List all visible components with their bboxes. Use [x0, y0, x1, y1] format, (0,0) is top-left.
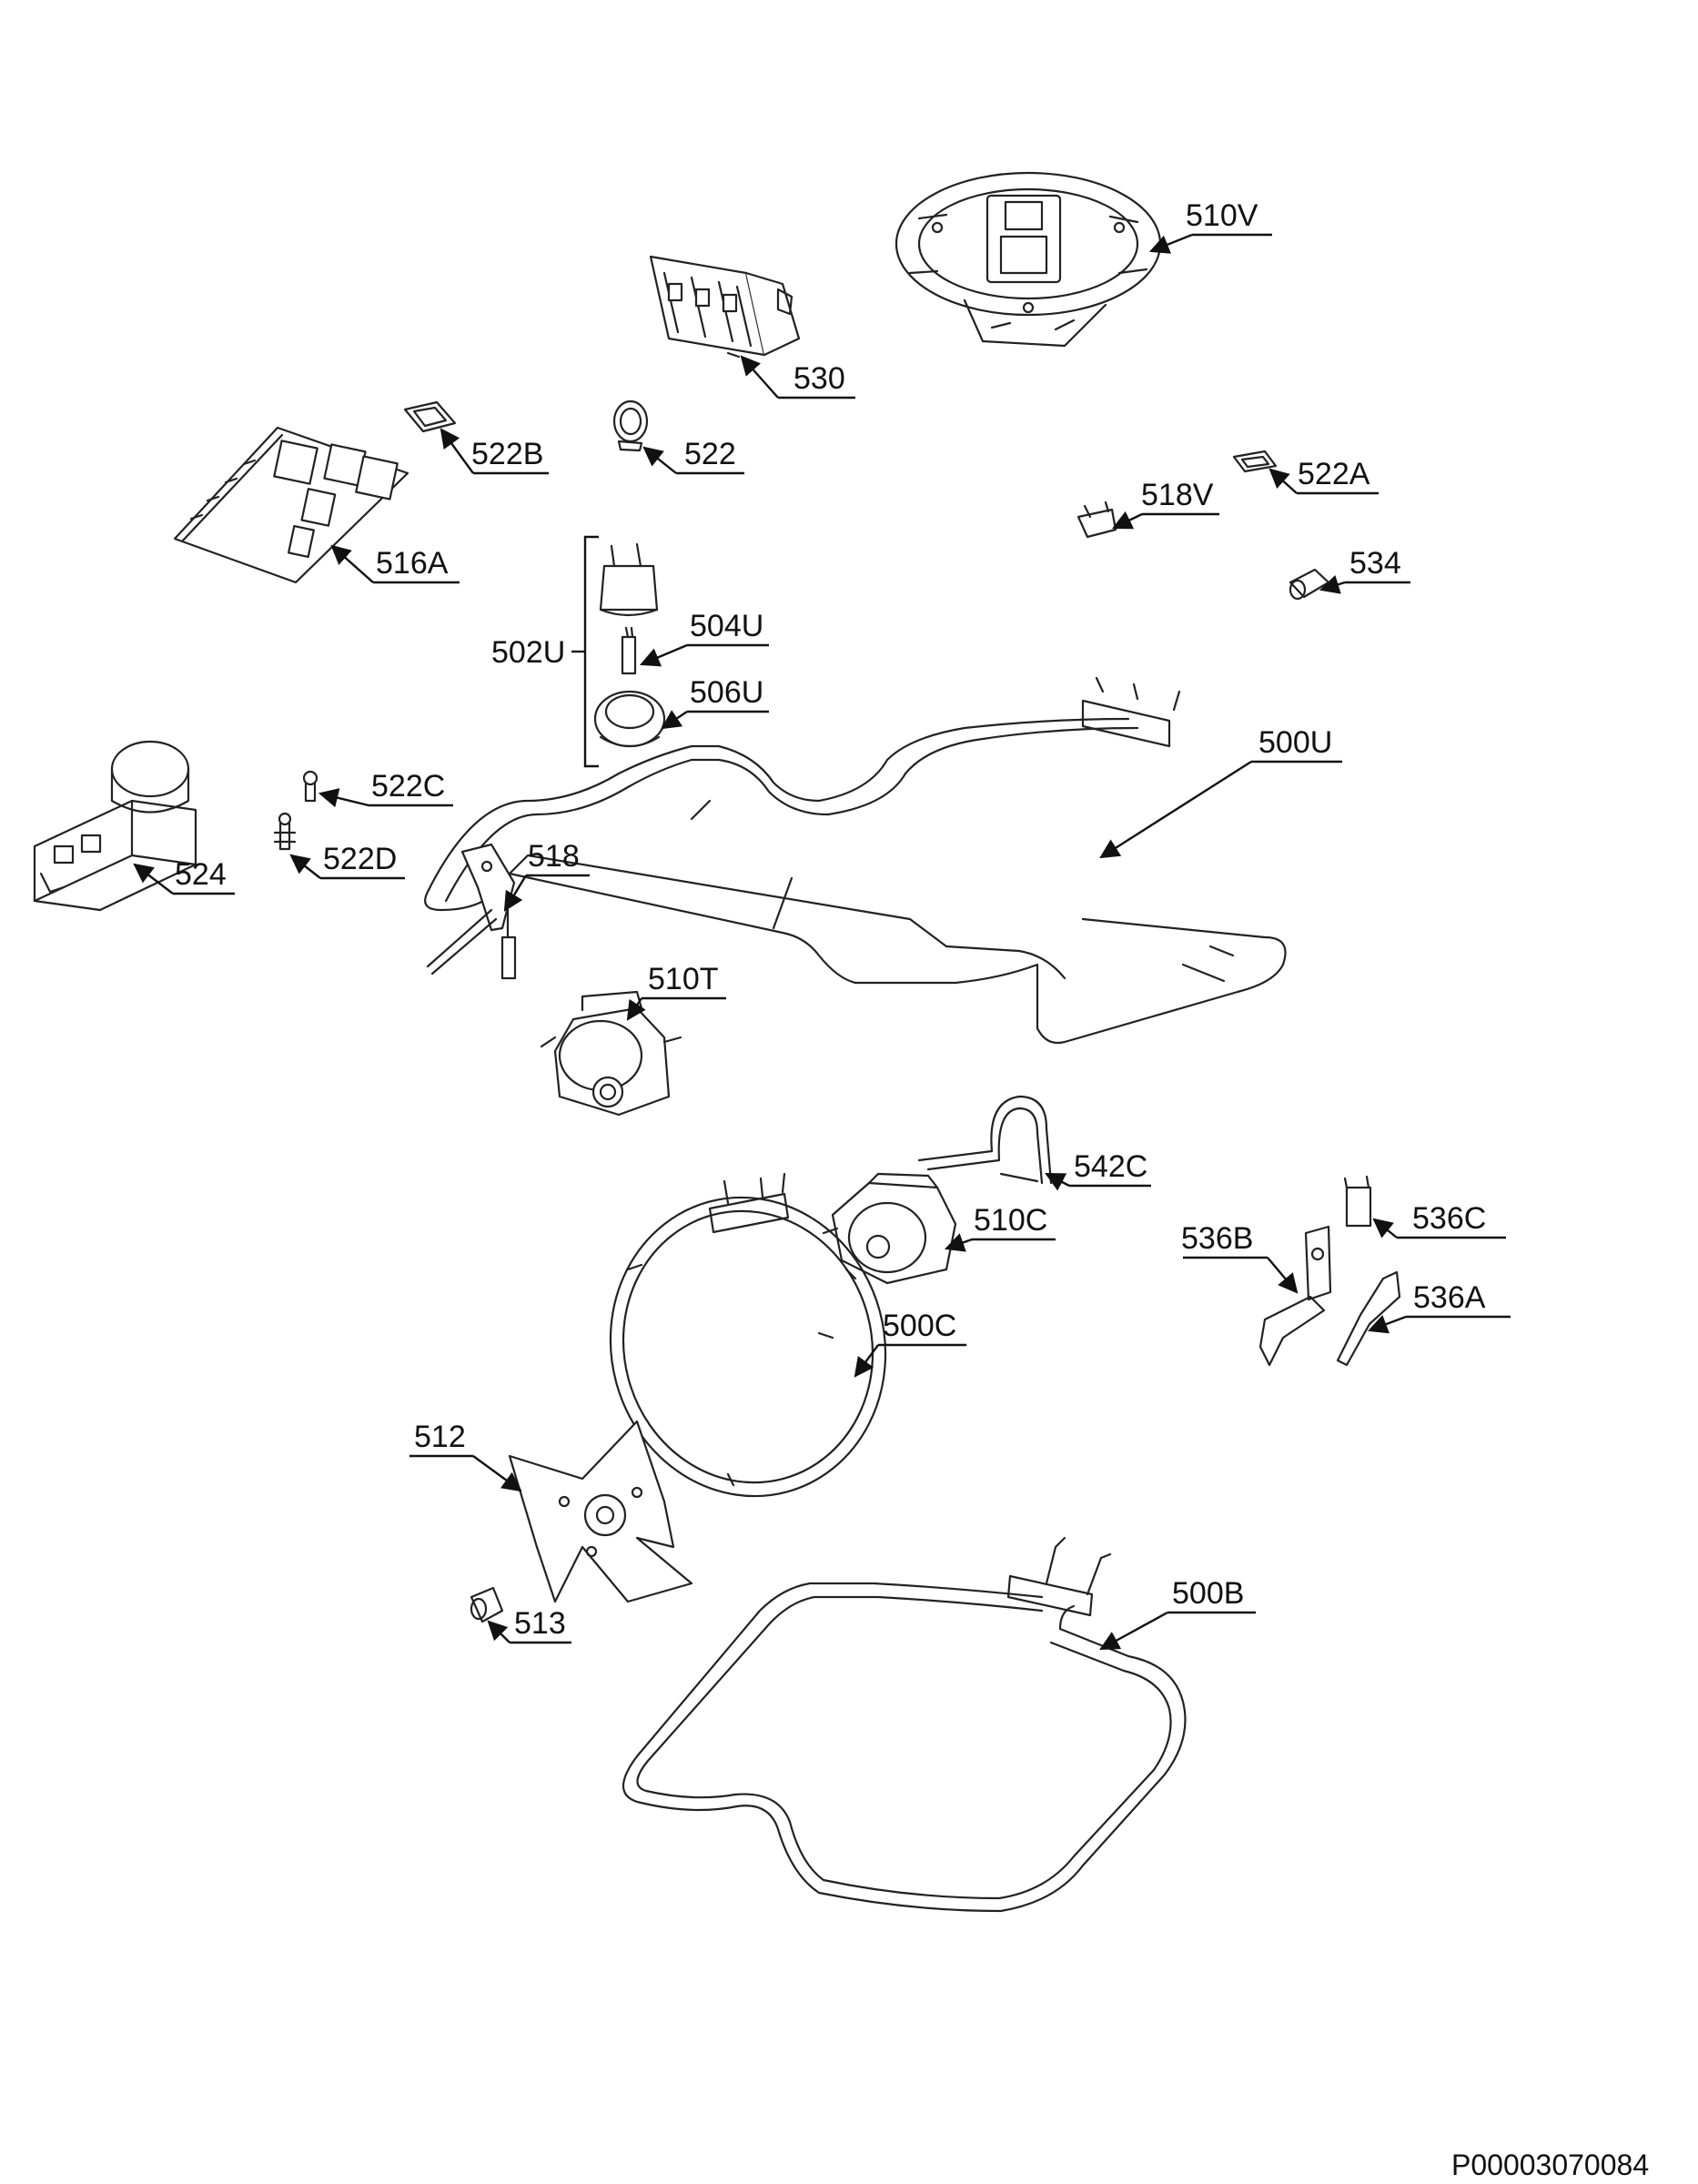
- label-522: 522: [684, 437, 736, 471]
- label-510C: 510C: [974, 1203, 1047, 1238]
- part-518-temperature-sensor: [426, 843, 517, 980]
- callout-530: 530: [740, 355, 855, 399]
- part-542C-spring-clip: [917, 1095, 1053, 1185]
- callout-500B: 500B: [1099, 1576, 1256, 1651]
- part-502U-lamp-assembly: [593, 542, 666, 748]
- part-513-nut: [470, 1586, 504, 1623]
- callout-536A: 536A: [1367, 1280, 1511, 1334]
- part-512-fan-blade: [508, 1420, 693, 1603]
- part-510V-fan-motor-assembly: [894, 171, 1162, 348]
- callout-518: 518: [503, 839, 590, 912]
- label-522B: 522B: [471, 437, 543, 471]
- callout-504U: 504U: [640, 609, 769, 667]
- label-536A: 536A: [1413, 1280, 1486, 1315]
- callout-536B: 536B: [1181, 1221, 1299, 1294]
- part-510C-fan-motor: [822, 1172, 957, 1285]
- callout-542C: 542C: [1045, 1149, 1151, 1191]
- label-542C: 542C: [1074, 1149, 1147, 1184]
- callout-534: 534: [1319, 546, 1410, 594]
- part-522B-bracket: [403, 400, 457, 433]
- callout-516A: 516A: [330, 544, 460, 584]
- callout-518V: 518V: [1112, 478, 1219, 530]
- callout-502U-bracket: 502U: [491, 535, 599, 768]
- callout-522C: 522C: [318, 769, 453, 808]
- callout-522B: 522B: [440, 428, 549, 475]
- callout-506U: 506U: [661, 675, 769, 730]
- part-530-terminal-block: [649, 255, 801, 359]
- callout-510C: 510C: [944, 1203, 1056, 1252]
- callout-500U: 500U: [1099, 725, 1342, 859]
- callout-522A: 522A: [1268, 457, 1379, 495]
- label-512: 512: [414, 1420, 466, 1454]
- part-500U-upper-heating-element: [424, 676, 1287, 1045]
- part-522C-pin: [302, 770, 318, 803]
- drawing-reference-number: P00003070084: [1451, 2149, 1649, 2181]
- part-536A-switch-lever: [1336, 1270, 1401, 1367]
- label-513: 513: [514, 1606, 566, 1641]
- label-500U: 500U: [1258, 725, 1332, 760]
- callout-536C: 536C: [1372, 1201, 1506, 1239]
- callout-510T: 510T: [626, 962, 726, 1021]
- label-516A: 516A: [376, 546, 449, 581]
- label-522C: 522C: [371, 769, 445, 804]
- label-510T: 510T: [648, 962, 719, 996]
- part-534-cap: [1289, 568, 1330, 601]
- part-500B-lower-heating-element: [622, 1536, 1187, 1913]
- part-536B-switch-bracket: [1258, 1225, 1332, 1367]
- label-510V: 510V: [1186, 198, 1258, 233]
- label-522D: 522D: [323, 842, 397, 876]
- part-536C-switch: [1343, 1175, 1372, 1228]
- label-500C: 500C: [883, 1309, 956, 1343]
- label-530: 530: [793, 361, 845, 396]
- part-522D-pin: [273, 812, 297, 851]
- callout-500C: 500C: [854, 1309, 966, 1378]
- label-534: 534: [1349, 546, 1401, 581]
- part-518V-sensor-bracket: [1076, 500, 1117, 539]
- part-500C-circular-heating-element: [609, 1172, 887, 1498]
- callout-524: 524: [133, 857, 235, 895]
- label-506U: 506U: [690, 675, 763, 710]
- label-504U: 504U: [690, 609, 763, 643]
- callout-512: 512: [409, 1420, 522, 1492]
- label-500B: 500B: [1172, 1576, 1244, 1611]
- part-524-door-lock: [33, 740, 197, 912]
- part-516A-control-board: [173, 426, 409, 584]
- label-522A: 522A: [1298, 457, 1370, 491]
- label-524: 524: [175, 857, 227, 892]
- callout-513: 513: [487, 1606, 571, 1644]
- label-518V: 518V: [1141, 478, 1214, 512]
- part-510T-turnspit-motor: [540, 990, 682, 1117]
- label-536B: 536B: [1181, 1221, 1253, 1256]
- part-522-lamp-holder: [612, 399, 649, 452]
- callout-522: 522: [642, 437, 744, 475]
- label-502U: 502U: [491, 635, 565, 670]
- callout-510V: 510V: [1148, 198, 1272, 254]
- part-522A-clip: [1232, 450, 1278, 473]
- callout-522D: 522D: [289, 842, 405, 880]
- label-518: 518: [528, 839, 580, 874]
- label-536C: 536C: [1412, 1201, 1486, 1236]
